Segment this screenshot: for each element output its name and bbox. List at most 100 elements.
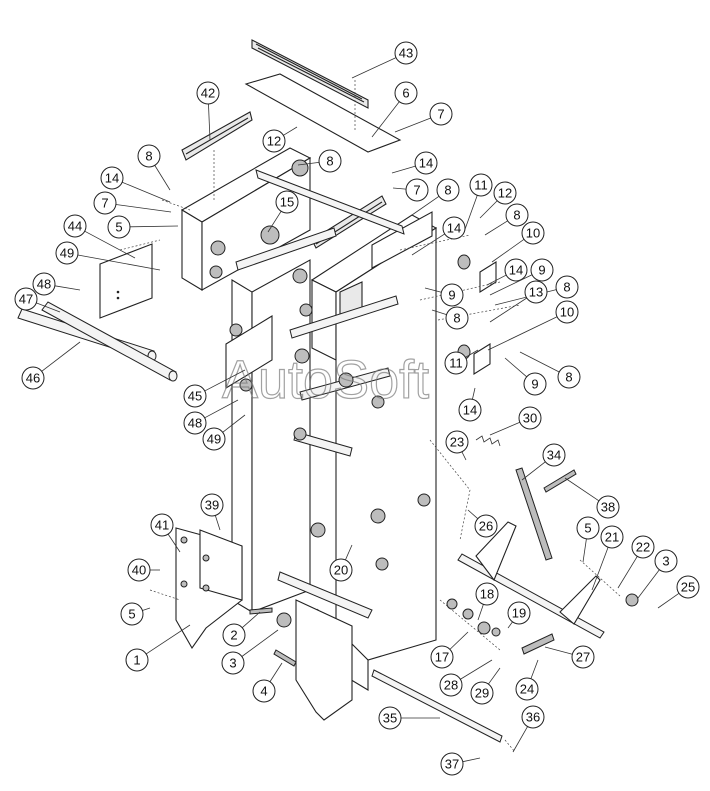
- leader-line: [465, 349, 479, 358]
- callout-bubble: [125, 648, 149, 672]
- callout-number: 14: [419, 156, 433, 171]
- leader-line: [214, 515, 221, 531]
- callout-number: 5: [128, 607, 135, 622]
- callout-number: 9: [531, 377, 538, 392]
- callout-bubble: [430, 645, 454, 669]
- leader-line: [267, 211, 282, 233]
- callout-8: 8: [411, 178, 460, 216]
- callout-bubble: [252, 679, 276, 703]
- leader-line: [477, 604, 484, 621]
- leader-line: [472, 387, 476, 400]
- leader-line: [36, 302, 61, 313]
- leader-line: [351, 57, 397, 79]
- callout-number: 8: [444, 183, 451, 198]
- callout-29: 29: [470, 667, 501, 705]
- watermark-text: AutoSoft: [222, 350, 429, 410]
- callout-8: 8: [137, 144, 171, 191]
- callout-8: 8: [519, 351, 581, 389]
- callout-bubble: [555, 275, 579, 299]
- callout-bubble: [440, 283, 464, 307]
- callout-23: 23: [445, 430, 469, 461]
- callout-bubble: [445, 430, 469, 454]
- callout-bubble: [63, 214, 87, 238]
- callout-bubble: [262, 129, 286, 153]
- leader-line: [617, 556, 638, 589]
- leader-line: [489, 274, 533, 296]
- leader-line: [460, 659, 493, 680]
- leader-line: [411, 195, 440, 216]
- callout-37: 37: [440, 752, 481, 776]
- callout-bubble: [523, 372, 547, 396]
- leader-line: [489, 421, 521, 436]
- callout-number: 12: [498, 186, 512, 201]
- leader-line: [392, 187, 407, 190]
- callout-bubble: [440, 752, 464, 776]
- callout-number: 8: [563, 280, 570, 295]
- callout-bubble: [515, 677, 539, 701]
- callout-20: 20: [329, 544, 353, 582]
- callout-14: 14: [486, 258, 528, 286]
- callout-number: 5: [115, 220, 122, 235]
- callout-49: 49: [202, 414, 246, 451]
- callout-bubble: [150, 513, 174, 537]
- callout-number: 46: [26, 371, 40, 386]
- leader-line: [486, 274, 507, 286]
- shaft-35: [371, 669, 503, 743]
- callout-bubble: [329, 558, 353, 582]
- leader-line: [449, 631, 469, 650]
- leader-line: [129, 225, 179, 228]
- callout-number: 9: [538, 263, 545, 278]
- callout-number: 14: [447, 221, 461, 236]
- callout-number: 8: [326, 154, 333, 169]
- callout-bubble: [21, 366, 45, 390]
- callout-bubble: [600, 525, 624, 549]
- callout-21: 21: [591, 525, 624, 591]
- callout-number: 49: [207, 432, 221, 447]
- bearings-10-11: [457, 254, 497, 375]
- callout-bubble: [93, 191, 117, 215]
- leader-line: [394, 117, 431, 133]
- callout-number: 41: [155, 518, 169, 533]
- callout-8: 8: [431, 306, 469, 330]
- callout-18: 18: [475, 582, 499, 621]
- callout-number: 24: [520, 682, 534, 697]
- callout-47: 47: [14, 287, 61, 313]
- callout-bubble: [222, 623, 246, 647]
- callout-5: 5: [107, 215, 179, 239]
- callout-number: 29: [475, 686, 489, 701]
- callout-number: 14: [463, 403, 477, 418]
- callout-bubble: [32, 272, 56, 296]
- callout-number: 35: [383, 711, 397, 726]
- callout-bubble: [524, 280, 548, 304]
- callout-number: 26: [479, 519, 493, 534]
- leader-line: [591, 547, 609, 591]
- leader-line: [461, 451, 467, 461]
- assembly-dash-lines: [119, 80, 621, 753]
- spring-30: [475, 435, 501, 447]
- callout-number: 3: [662, 554, 669, 569]
- callout-number: 39: [205, 498, 219, 513]
- plate-1: [175, 527, 243, 650]
- callout-number: 22: [636, 540, 650, 555]
- callout-7: 7: [93, 191, 172, 215]
- callout-bubble: [202, 427, 226, 451]
- leader-line: [544, 646, 573, 655]
- callout-9: 9: [504, 357, 547, 396]
- callout-number: 47: [19, 292, 33, 307]
- leader-line: [512, 726, 528, 753]
- callout-number: 25: [681, 580, 695, 595]
- callout-bubble: [505, 203, 529, 227]
- leader-line: [84, 230, 136, 259]
- hardware-17-19: [249, 593, 639, 667]
- callout-34: 34: [521, 443, 566, 481]
- callout-13: 13: [489, 280, 548, 323]
- leader-line: [145, 624, 191, 655]
- callout-28: 28: [439, 659, 493, 697]
- grille-42: [181, 111, 253, 161]
- callout-bubble: [474, 514, 498, 538]
- callout-number: 14: [105, 171, 119, 186]
- callout-number: 44: [68, 219, 82, 234]
- callout-14: 14: [391, 151, 438, 175]
